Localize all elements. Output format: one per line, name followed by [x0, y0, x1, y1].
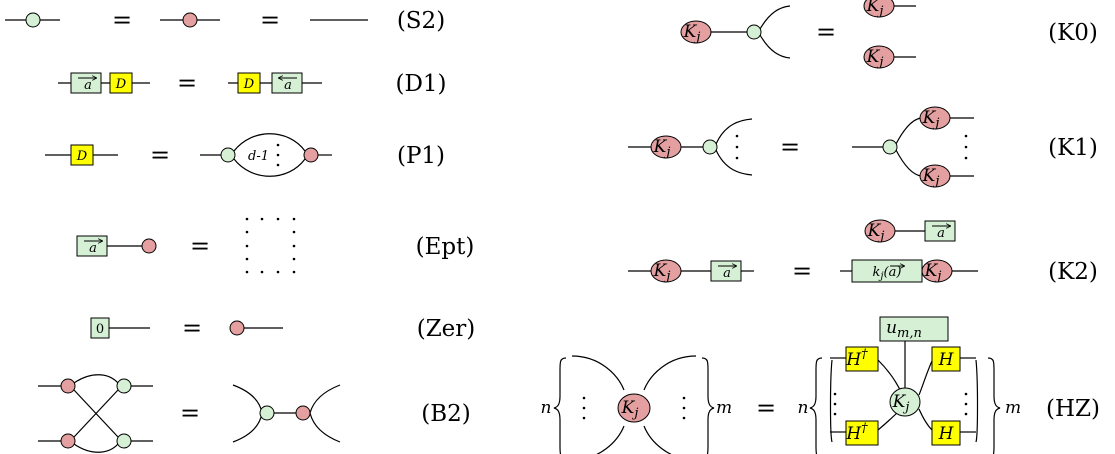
red-spider-icon — [229, 320, 245, 336]
equals-sign: = — [780, 133, 800, 161]
shift-box-label: a — [84, 78, 92, 93]
svg-text:Kj: Kj — [892, 392, 910, 415]
rule-ept: a = (Ept) — [76, 217, 475, 274]
svg-text:Kj: Kj — [683, 22, 701, 45]
right-brace — [987, 357, 1001, 454]
rule-tag-zer: (Zer) — [417, 316, 476, 342]
rule-k0: Kj = Kj Kj (K0) — [680, 0, 1098, 70]
green-spider-icon — [882, 139, 898, 155]
hadamard-box-label: H — [938, 350, 955, 370]
green-spider-icon — [220, 147, 236, 163]
equals-sign: = — [177, 69, 197, 97]
right-count-label: m — [1005, 398, 1021, 418]
dimension-box-icon — [237, 72, 261, 94]
rule-b2: = (B2) — [38, 374, 471, 453]
equals-sign: = — [180, 399, 200, 427]
rule-s2: = = (S2) — [5, 6, 445, 34]
green-spider-icon — [259, 405, 275, 421]
left-brace — [809, 357, 823, 454]
dimension-box-label: D — [115, 77, 127, 92]
green-spider-icon — [25, 12, 41, 28]
svg-text:H†: H† — [845, 421, 868, 444]
weight-matrix-box-icon — [879, 316, 949, 342]
rule-k1: Kj = Kj Kj (K1) — [628, 106, 1098, 189]
right-brace — [701, 357, 715, 454]
hadamard-dagger-box-icon — [845, 346, 879, 372]
green-spider-icon — [116, 378, 132, 394]
svg-text:Kj: Kj — [621, 398, 639, 421]
rule-tag-k1: (K1) — [1048, 135, 1098, 161]
rule-k2: Kj a = Kj a kj(a) Kj (K2) — [628, 219, 1098, 285]
rule-tag-s2: (S2) — [397, 8, 445, 34]
right-count-label: m — [716, 398, 732, 418]
rule-zer: 0 = (Zer) — [90, 314, 476, 342]
red-spider-icon — [60, 433, 76, 449]
shift-box-label: a — [89, 241, 97, 256]
green-spider-icon — [746, 24, 762, 40]
equals-sign: = — [112, 6, 132, 34]
svg-text:Kj: Kj — [653, 261, 671, 284]
rule-tag-hz: (HZ) — [1046, 396, 1100, 422]
rule-hz: n Kj m = n um,n H† H† Kj H H — [541, 316, 1100, 454]
rule-d1: a D = D a (D1) — [58, 69, 447, 97]
svg-text:um,n: um,n — [886, 318, 922, 341]
dimension-box-icon — [109, 72, 133, 94]
dimension-box-label: D — [76, 149, 88, 164]
equals-sign: = — [150, 141, 170, 169]
svg-text:Kj: Kj — [866, 0, 884, 19]
equals-sign: = — [190, 232, 210, 260]
rule-tag-k0: (K0) — [1048, 20, 1098, 46]
rule-tag-b2: (B2) — [421, 401, 470, 427]
rule-tag-ept: (Ept) — [416, 234, 475, 260]
weight-node-icon — [680, 20, 712, 44]
svg-text:Kj: Kj — [867, 221, 885, 244]
red-spider-icon — [295, 405, 311, 421]
red-spider-icon — [141, 238, 157, 254]
shift-box-label: a — [723, 266, 731, 281]
weight-node-icon — [617, 393, 651, 423]
equals-sign: = — [792, 257, 812, 285]
red-spider-icon — [182, 12, 198, 28]
equals-sign: = — [756, 394, 776, 422]
svg-text:Kj: Kj — [866, 47, 884, 70]
rule-p1: D = d-1 (P1) — [45, 133, 445, 177]
hadamard-box-label: H — [938, 424, 955, 444]
rule-tag-p1: (P1) — [397, 143, 445, 169]
svg-text:kj(a): kj(a) — [873, 265, 902, 282]
empty-diagram-dots — [245, 217, 296, 274]
hadamard-dagger-box-icon — [845, 420, 879, 446]
rule-tag-d1: (D1) — [395, 71, 446, 97]
shift-box-label: a — [937, 226, 945, 241]
hadamard-box-icon — [931, 346, 961, 372]
svg-text:Kj: Kj — [924, 261, 942, 284]
zero-box-label: 0 — [96, 322, 104, 337]
wire-count-label: d-1 — [248, 149, 269, 164]
equals-sign: = — [816, 18, 836, 46]
equals-sign: = — [182, 314, 202, 342]
svg-text:Kj: Kj — [922, 166, 940, 189]
svg-text:Kj: Kj — [653, 137, 671, 160]
left-brace — [553, 357, 567, 454]
hadamard-box-icon — [931, 420, 961, 446]
green-spider-icon — [702, 139, 718, 155]
red-spider-icon — [60, 378, 76, 394]
shift-box-label: a — [284, 78, 292, 93]
red-spider-icon — [303, 147, 319, 163]
dimension-box-icon — [70, 144, 94, 166]
rule-tag-k2: (K2) — [1048, 259, 1098, 285]
dimension-box-label: D — [243, 77, 255, 92]
left-count-label: n — [798, 398, 809, 418]
green-spider-icon — [116, 433, 132, 449]
svg-text:Kj: Kj — [922, 108, 940, 131]
svg-text:H†: H† — [845, 347, 868, 370]
left-count-label: n — [541, 398, 552, 418]
equals-sign: = — [260, 6, 280, 34]
